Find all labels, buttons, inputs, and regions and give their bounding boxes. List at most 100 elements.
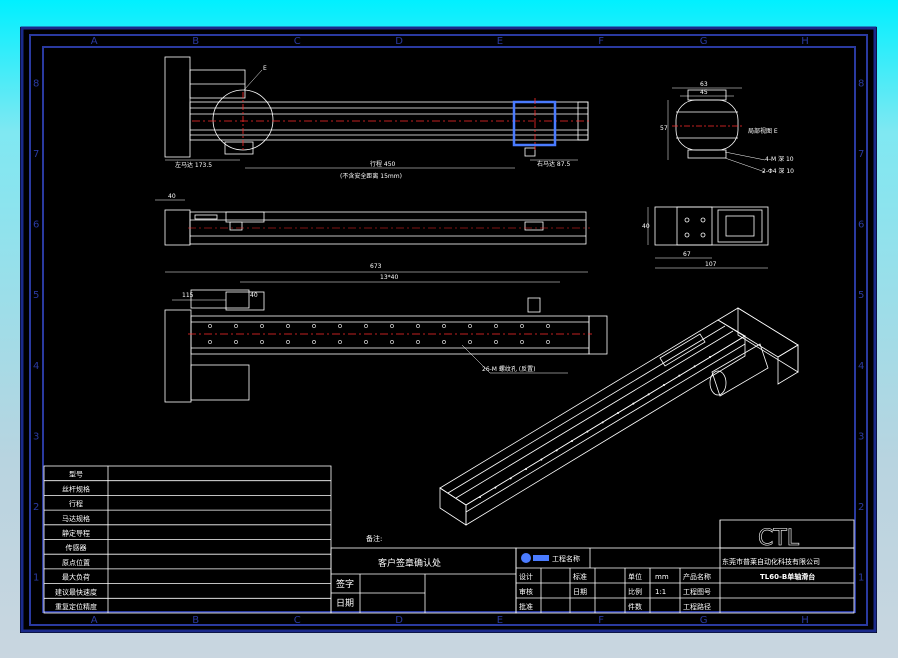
- spec-row-label: 丝杆规格: [62, 484, 90, 493]
- zone-frame-outer: [29, 34, 868, 626]
- mounting-hole: [494, 324, 498, 328]
- zone-col-label: H: [801, 36, 809, 47]
- unit-value: mm: [655, 573, 669, 581]
- product-title: TL60-B单轴滑台: [760, 572, 815, 581]
- product-name-label: 产品名称: [683, 572, 711, 581]
- zone-col-label: H: [801, 615, 809, 626]
- zone-col-label: C: [294, 615, 301, 626]
- note-label: 备注:: [366, 534, 382, 543]
- isometric-view: [439, 307, 799, 526]
- zone-col-label: F: [598, 36, 604, 47]
- iso-hole: [678, 374, 681, 377]
- logo-bar: [533, 555, 549, 561]
- spec-row-label: 重复定位精度: [55, 602, 97, 611]
- iso-hole: [693, 365, 696, 368]
- dim-safety-note: (不含安全距离 15mm): [340, 172, 402, 180]
- iso-hole: [509, 477, 512, 480]
- spec-row-label: 静定导程: [62, 529, 90, 538]
- mounting-hole: [546, 340, 550, 344]
- standard-label: 标准: [573, 572, 587, 581]
- approve-label: 批准: [519, 602, 533, 611]
- iso-hole: [494, 486, 497, 489]
- dim-small: 40: [250, 292, 258, 299]
- isometric-holes: [479, 356, 711, 498]
- iso-hole: [709, 356, 711, 358]
- detail-highlight-box: [512, 100, 557, 147]
- iso-hole: [617, 412, 619, 414]
- mounting-hole: [260, 324, 264, 328]
- zone-col-label: B: [192, 36, 199, 47]
- mounting-hole: [442, 324, 446, 328]
- zone-col-label: A: [91, 615, 98, 626]
- mounting-hole: [416, 324, 420, 328]
- front-dims: [165, 159, 578, 169]
- iso-hole: [632, 402, 635, 405]
- date-field-label: 日期: [573, 588, 587, 596]
- iso-hole: [540, 458, 543, 461]
- dim-span: 13*40: [380, 274, 398, 281]
- iso-hole: [571, 440, 573, 442]
- callout-e: E: [263, 65, 267, 72]
- dim-motor-left: 左马达 173.5: [175, 161, 212, 169]
- zone-col-label: G: [700, 615, 708, 626]
- mounting-hole: [468, 324, 472, 328]
- mounting-hole: [286, 324, 290, 328]
- mounting-hole: [312, 340, 316, 344]
- scale-value: 1:1: [655, 588, 666, 596]
- mounting-hole: [208, 340, 212, 344]
- iso-hole: [647, 393, 650, 396]
- logo-text: CTL: [758, 526, 800, 551]
- zone-row-label: 5: [858, 290, 864, 301]
- mounting-hole: [260, 340, 264, 344]
- dim-stroke: 行程 450: [370, 160, 396, 168]
- drawing-path-label: 工程路径: [683, 602, 711, 611]
- title-block: [515, 519, 855, 614]
- zone-row-label: 6: [858, 220, 864, 231]
- section-label: 局部视图 E: [748, 127, 778, 135]
- dim-side-40: 40: [168, 193, 176, 200]
- drawing-background: [20, 27, 877, 633]
- end-view: [667, 87, 766, 173]
- zone-col-label: F: [598, 615, 604, 626]
- dim-63: 63: [700, 81, 708, 88]
- spec-row-label: 建议最快速度: [55, 587, 97, 596]
- zone-row-label: 8: [33, 78, 39, 89]
- thread-note-2: 2-Φ4 深 10: [762, 167, 794, 175]
- zone-row-label: 7: [858, 149, 864, 160]
- zone-col-label: E: [497, 36, 503, 47]
- mounting-hole: [364, 340, 368, 344]
- mounting-hole: [546, 324, 550, 328]
- iso-hole: [555, 449, 558, 452]
- dim-b67: 67: [683, 251, 691, 258]
- mounting-hole: [208, 324, 212, 328]
- dim-45: 45: [700, 89, 708, 96]
- iso-hole: [663, 384, 665, 386]
- spec-row-label: 最大负荷: [62, 573, 90, 582]
- zone-col-label: D: [395, 615, 403, 626]
- zone-col-label: E: [497, 615, 503, 626]
- check-label: 审核: [519, 587, 533, 596]
- mounting-hole: [468, 340, 472, 344]
- mounting-hole: [416, 340, 420, 344]
- iso-hole: [479, 496, 481, 498]
- mounting-hole: [390, 340, 394, 344]
- scale-label: 比例: [628, 587, 642, 596]
- qty-label: 件数: [628, 602, 642, 611]
- mounting-hole: [338, 340, 342, 344]
- rail-hole-note: 26-M 螺纹孔 (反置): [482, 365, 535, 373]
- dim-left: 115: [182, 292, 194, 299]
- zone-row-label: 6: [33, 220, 39, 231]
- zone-row-label: 4: [858, 361, 864, 372]
- date-label: 日期: [336, 598, 354, 609]
- company-logo-icon: [521, 553, 531, 563]
- mounting-hole: [390, 324, 394, 328]
- spec-row-label: 原点位置: [62, 558, 90, 567]
- dim-b40: 40: [642, 223, 650, 230]
- outer-border: [20, 26, 877, 633]
- iso-hole: [601, 421, 604, 424]
- thread-note-1: 4-M 深 10: [765, 155, 794, 163]
- mounting-hole: [520, 324, 524, 328]
